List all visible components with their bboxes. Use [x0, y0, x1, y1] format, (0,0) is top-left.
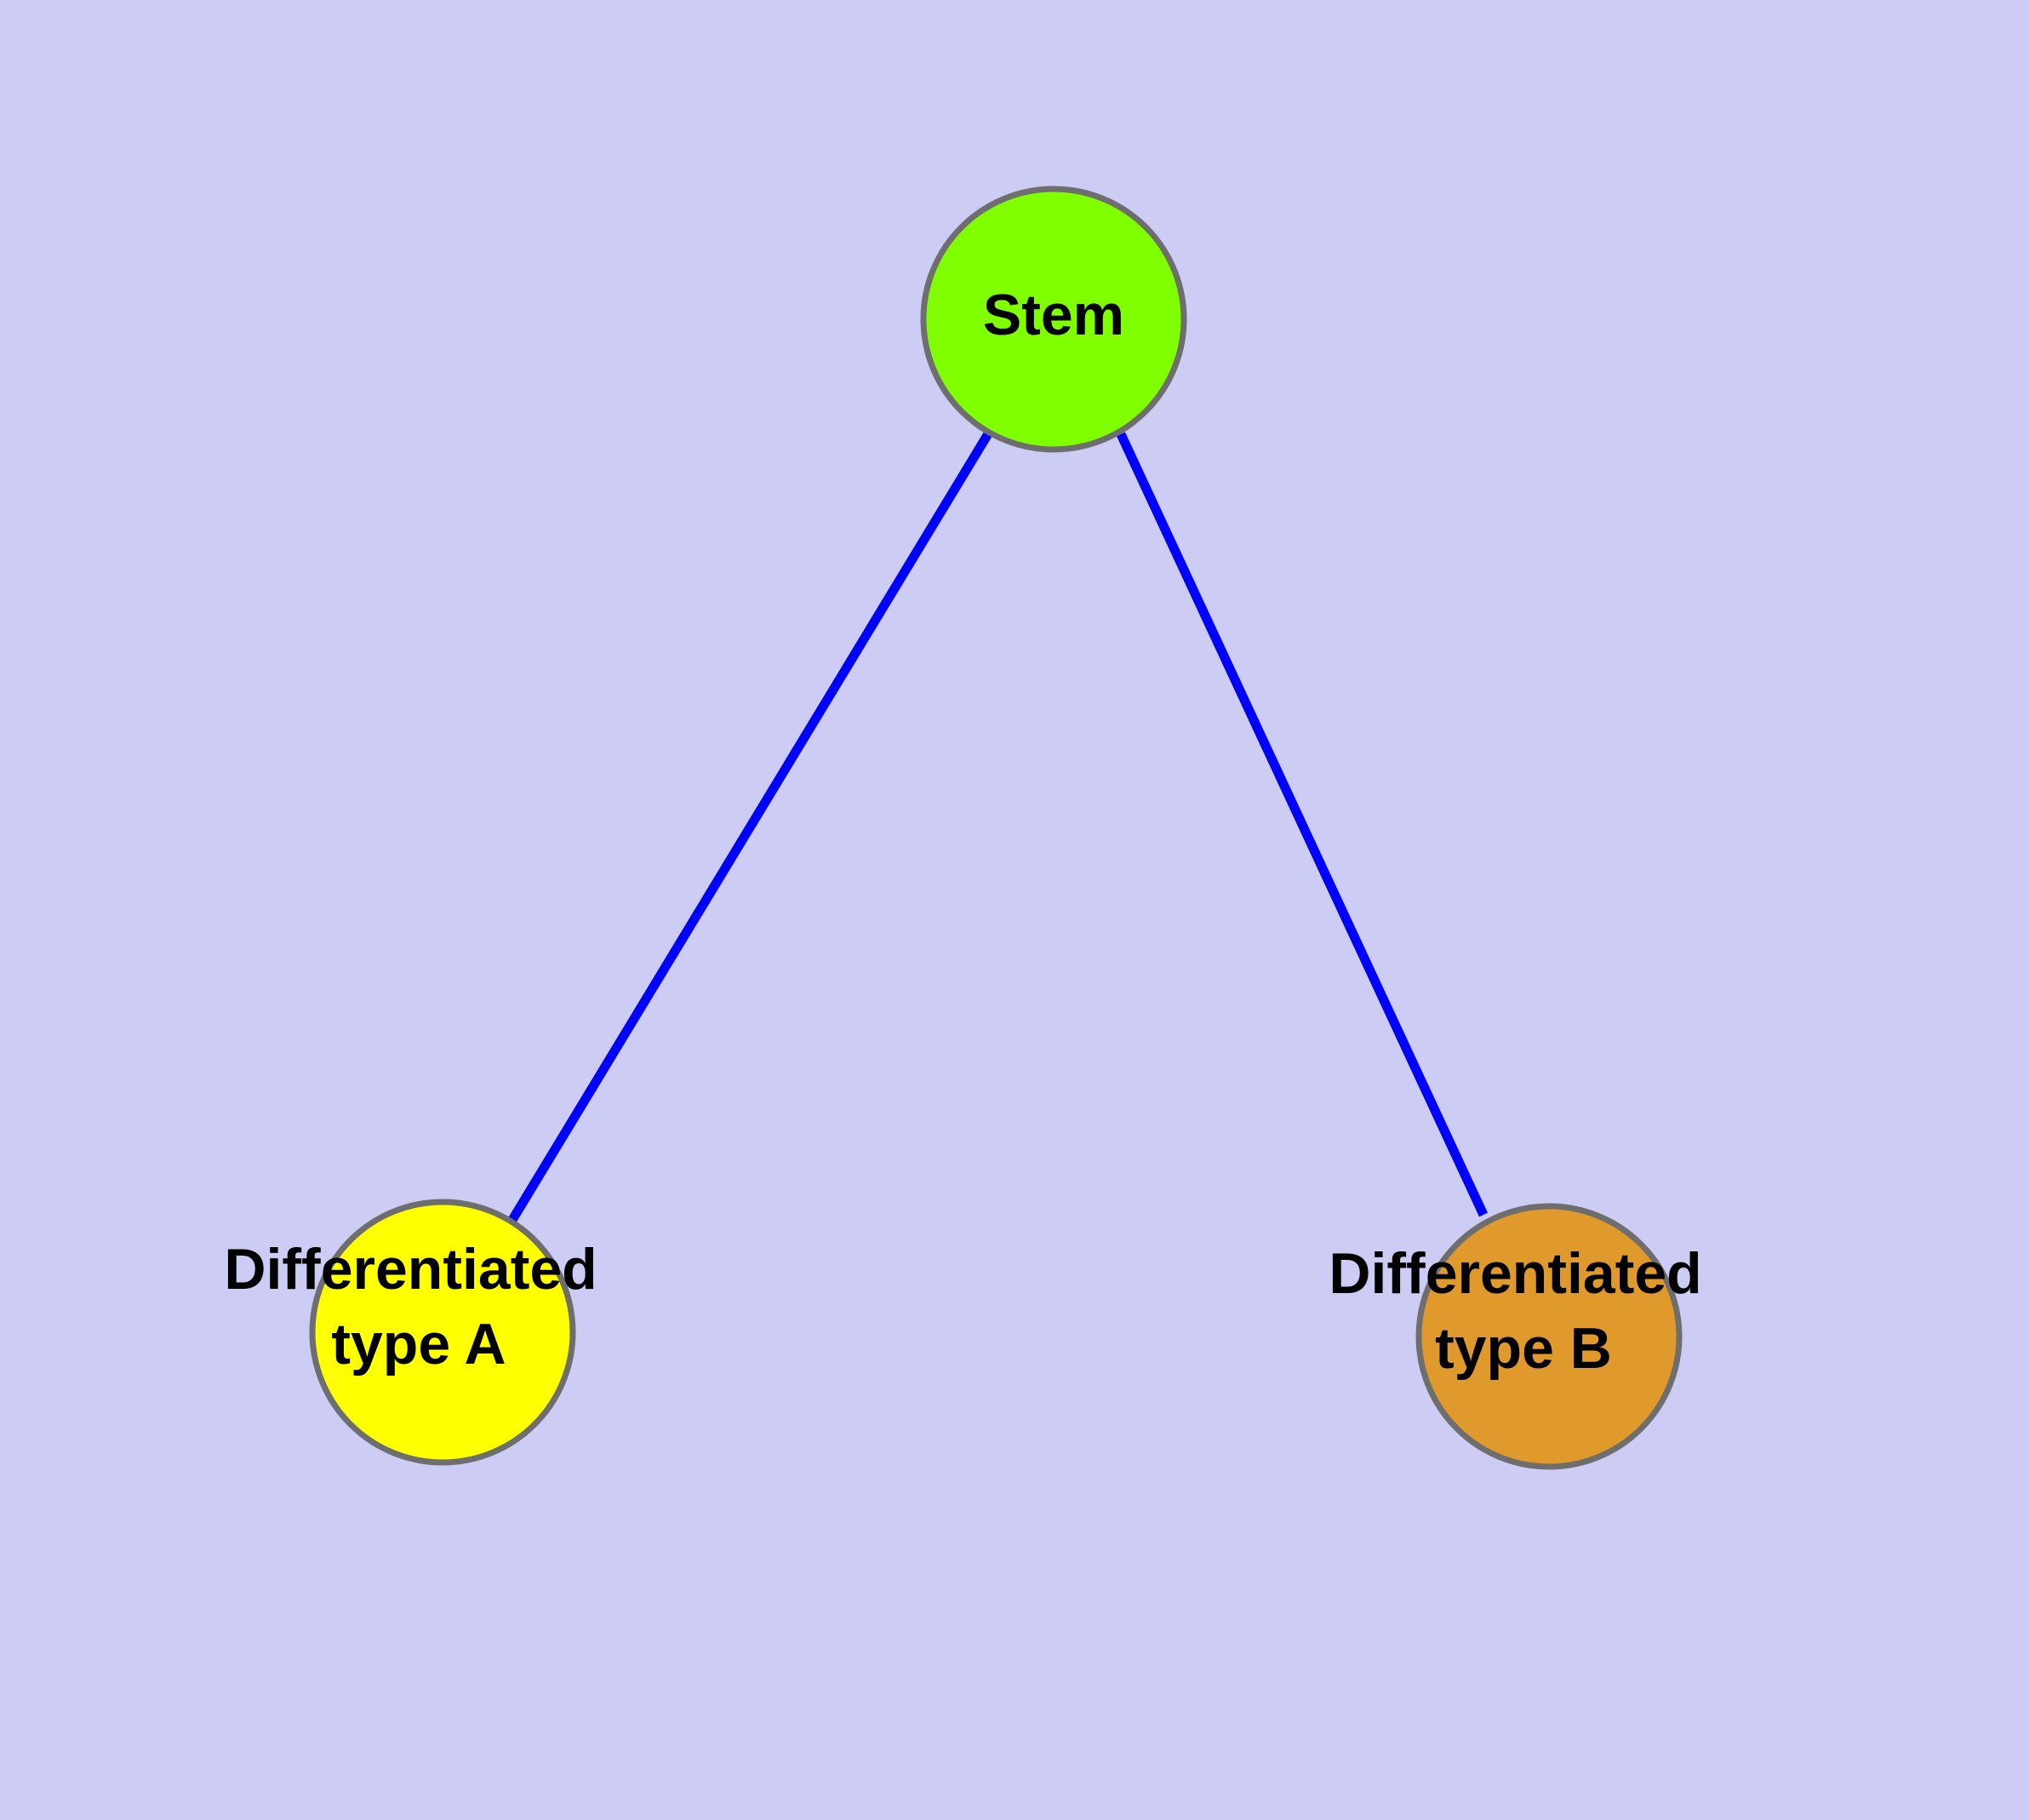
edge-stem-to-differentiated-type-a[interactable]	[508, 430, 993, 1222]
label-layer: Stem Differentiated type A Differentiate…	[224, 283, 1718, 1381]
node-differentiated-type-a[interactable]	[309, 1199, 576, 1466]
node-label-differentiated-type-a-line-2: type A	[331, 1312, 506, 1376]
node-label-differentiated-type-b-line-1: Differentiated	[1329, 1241, 1701, 1306]
node-label-stem-line-1: Stem	[983, 283, 1124, 347]
node-label-differentiated-type-a: Differentiated type A	[224, 1237, 613, 1376]
node-differentiated-type-b[interactable]	[1415, 1203, 1683, 1470]
edge-layer	[508, 430, 1488, 1222]
node-stem[interactable]	[920, 186, 1187, 453]
node-label-differentiated-type-b: Differentiated type B	[1329, 1241, 1718, 1381]
edge-stem-to-differentiated-type-b[interactable]	[1117, 432, 1488, 1217]
node-label-differentiated-type-a-line-1: Differentiated	[224, 1237, 597, 1302]
node-layer	[309, 186, 1683, 1470]
node-label-differentiated-type-b-line-2: type B	[1435, 1316, 1612, 1381]
node-label-stem: Stem	[983, 283, 1124, 347]
